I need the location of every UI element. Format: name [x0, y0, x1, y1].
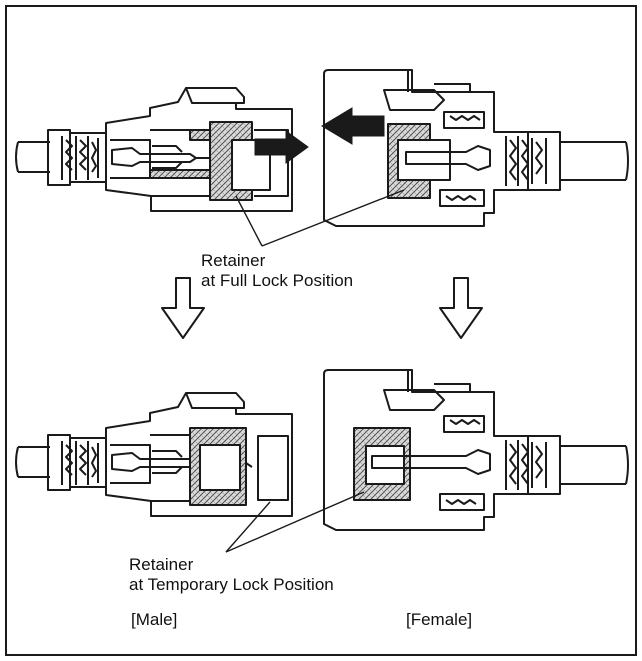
retainer-full-label-line2: at Full Lock Position [201, 271, 354, 290]
male-connector-temporary-lock [15, 392, 293, 517]
retainer-temp-leaders [225, 491, 365, 553]
female-caption: [Female] [406, 610, 473, 629]
push-arrows-top [254, 107, 385, 164]
retainer-temp-label-line2: at Temporary Lock Position [129, 575, 334, 594]
retainer-full-label-line1: Retainer [201, 251, 266, 270]
female-connector-temporary-lock [323, 369, 629, 531]
retainer-temp-label: Retainer at Temporary Lock Position [129, 555, 334, 595]
arrow-left-icon [321, 107, 385, 145]
retainer-full-leaders [235, 189, 405, 247]
female-connector-full-lock [323, 69, 629, 227]
retainer-temp-label-line1: Retainer [129, 555, 194, 574]
figure-frame [5, 5, 637, 656]
arrow-down-icon [161, 277, 205, 339]
male-connector-full-lock [15, 87, 293, 212]
transition-arrows [161, 277, 483, 339]
retainer-full-label: Retainer at Full Lock Position [201, 251, 353, 291]
male-caption: [Male] [131, 610, 178, 629]
arrow-right-icon [254, 130, 309, 164]
arrow-down-icon [439, 277, 483, 339]
